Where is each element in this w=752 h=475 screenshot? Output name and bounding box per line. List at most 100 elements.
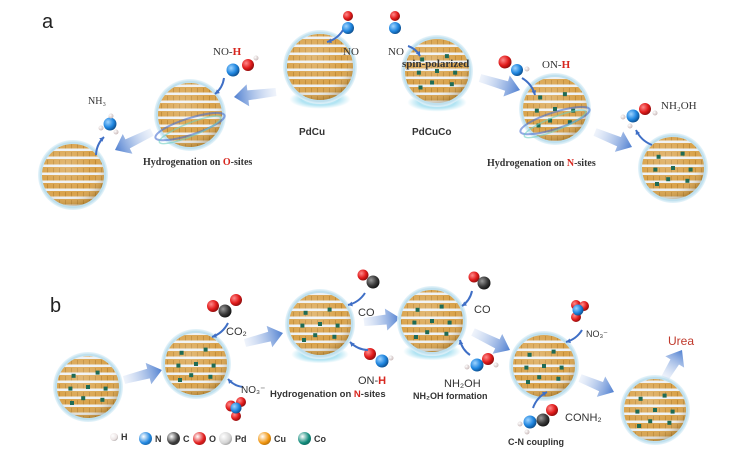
co-dopant-site (303, 310, 308, 315)
co-dopant-site (635, 409, 640, 414)
co-dopant-site (318, 322, 322, 326)
hydrogen-atom (620, 114, 626, 120)
oxygen-atom (242, 59, 254, 71)
nitrogen-atom (375, 354, 389, 368)
co-dopant-site (103, 386, 108, 391)
onh-adsorption-arrow (521, 77, 537, 96)
b-nh2oh-formation-caption: NH₂OH formation (413, 391, 488, 401)
b-onh-label: ON-H (358, 376, 386, 387)
pathway-arrow (243, 325, 284, 348)
a-nh3-label: NH₃ (88, 96, 106, 107)
sphere-rim (40, 142, 106, 208)
nitrogen-atom (511, 64, 523, 76)
b-co2-label: CO₂ (226, 326, 247, 338)
oxygen-atom (207, 300, 219, 312)
a-pdcuco-catalyst-label: PdCuCo (412, 127, 452, 138)
arrow-head (99, 137, 104, 142)
pathway-arrow (122, 362, 163, 385)
co-dopant-site (208, 374, 213, 379)
sphere-rim (285, 32, 355, 102)
a-spin-polarized-label: spin-polarized (402, 58, 470, 70)
co-dopant-site (662, 393, 667, 398)
panel-a-label: a (42, 11, 54, 33)
co-dopant-site (332, 334, 337, 339)
legend-label: Co (314, 433, 326, 444)
atom-cu-icon (258, 432, 271, 445)
b-initial-sphere (53, 352, 123, 422)
co-dopant-site (653, 408, 657, 412)
b-caption-pre: Hydrogenation on (270, 389, 354, 400)
co-dopant-site (447, 320, 452, 325)
pathway-arrow (478, 74, 520, 97)
a-n-caption-post: -sites (574, 158, 596, 169)
urea-release-arrow (661, 349, 685, 381)
co-dopant-site (430, 319, 434, 323)
arrow-head (542, 391, 547, 397)
b-nh2oh-sphere (397, 286, 467, 361)
co-dopant-site (671, 166, 675, 170)
arrow-shape (471, 328, 511, 354)
co-dopant-site (527, 352, 532, 357)
legend-item-pd: Pd (219, 432, 247, 445)
co-dopant-site (425, 330, 430, 335)
co-dopant-site (335, 323, 340, 328)
nitrogen-atom (626, 109, 640, 123)
arrow-shape (243, 325, 284, 348)
hydrogen-atom (524, 66, 530, 72)
legend-item-h: H (110, 432, 128, 442)
a-pdcu-catalyst-label: PdCu (299, 127, 326, 138)
noh-intermediate-sphere (154, 79, 226, 151)
co-dopant-site (415, 307, 420, 312)
b-no3-label-2: NO₃⁻ (586, 329, 608, 339)
co-dopant-site (176, 363, 181, 368)
co-dopant-site (524, 365, 529, 370)
arrow-shape (578, 374, 615, 397)
oxygen-atom (231, 411, 241, 421)
co-dopant-site (688, 167, 693, 172)
pathway-arrow (363, 308, 400, 331)
b-co-label-2: CO (474, 304, 491, 316)
sphere-rim (511, 333, 577, 399)
pathway-arrow (593, 128, 632, 152)
sphere-rim (156, 81, 224, 149)
b-nh2oh-label: NH₂OH (444, 378, 481, 390)
co-dopant-site (536, 123, 541, 128)
b-co2-sphere (161, 329, 231, 399)
co-dopant-site (100, 397, 105, 402)
co-dopant-site (656, 154, 661, 159)
co-dopant-site (86, 385, 90, 389)
no-adsorption-arrow (407, 45, 421, 57)
co-dopant-site (637, 424, 641, 428)
atom-co-icon (298, 432, 311, 445)
onh-adsorption-arrow (349, 341, 369, 351)
co-dopant-site (179, 350, 184, 355)
arrow-shape (122, 362, 163, 385)
co-dopant-site (302, 338, 306, 342)
panel-b-label: b (50, 295, 62, 317)
oxygen-atom (639, 103, 651, 115)
nh3-desorption-arrow (95, 136, 105, 156)
co-dopant-site (178, 378, 182, 382)
arrow-head (327, 38, 332, 44)
oxygen-atom (546, 404, 558, 416)
sphere-rim (287, 291, 353, 357)
co-dopant-site (435, 69, 439, 73)
sphere-rim (399, 288, 465, 354)
a-n-sites-caption: Hydrogenation on N-sites (487, 159, 596, 169)
a-noh-label: NO-H (213, 47, 241, 58)
sphere-rim (521, 75, 589, 143)
co-dopant-site (667, 420, 672, 425)
co-dopant-site (562, 92, 567, 97)
a-pdcu-no-label: NO (343, 46, 359, 58)
co-dopant-site (537, 375, 542, 380)
arrow-shape (363, 308, 400, 331)
pdcuco-catalyst-sphere (401, 35, 473, 112)
co-dopant-site (670, 409, 675, 414)
co-dopant-site (420, 57, 425, 62)
co-dopant-site (526, 380, 530, 384)
no-adsorption-arrow (326, 29, 344, 44)
spin-orbit-ring (154, 111, 226, 142)
onh-intermediate-sphere (519, 73, 591, 145)
co-dopant-site (542, 364, 546, 368)
co-dopant-site (327, 307, 332, 312)
